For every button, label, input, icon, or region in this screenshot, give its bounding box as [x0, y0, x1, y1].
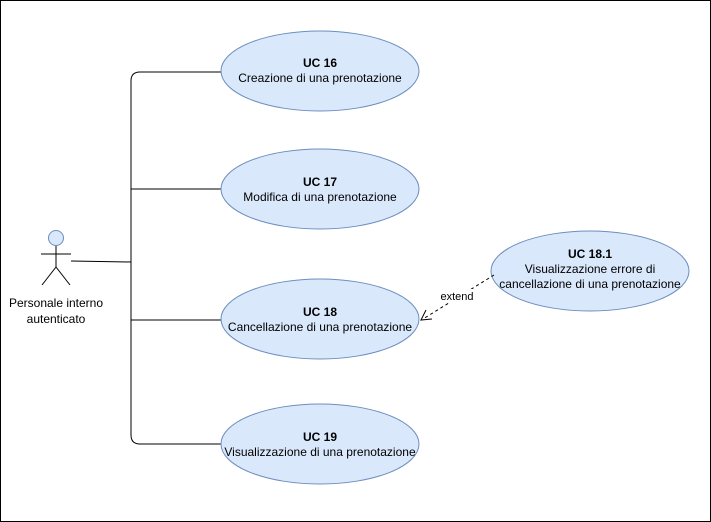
- use-case-uc17-id: UC 17: [303, 175, 337, 189]
- use-case-uc17-text: Modifica di una prenotazione: [243, 190, 397, 204]
- actor-association-line: [70, 260, 132, 263]
- use-case-uc18-text: Cancellazione di una prenotazione: [228, 320, 412, 334]
- use-case-uc18[interactable]: UC 18 Cancellazione di una prenotazione: [220, 278, 420, 360]
- use-case-uc18-1-text-line2: cancellazione di una prenotazione: [499, 277, 681, 291]
- actor-right-leg: [55, 266, 71, 286]
- actor-figure[interactable]: [41, 230, 71, 286]
- use-case-uc19[interactable]: UC 19 Visualizzazione di una prenotazion…: [220, 403, 420, 485]
- extend-relation[interactable]: extend: [420, 274, 495, 321]
- extend-dashed-line: [422, 274, 495, 320]
- use-case-uc18-ellipse: [220, 278, 420, 360]
- actor-head: [48, 230, 64, 246]
- use-case-uc17-ellipse: [220, 148, 420, 230]
- use-case-uc16-id: UC 16: [303, 56, 337, 70]
- use-case-uc18-id: UC 18: [303, 305, 337, 319]
- use-case-uc19-text: Visualizzazione di una prenotazione: [224, 445, 416, 459]
- actor-label-line2: autenticato: [27, 312, 86, 326]
- use-case-uc19-id: UC 19: [303, 430, 337, 444]
- use-case-uc18-1-text-line1: Visualizzazione errore di: [525, 262, 656, 276]
- extend-label: extend: [440, 291, 473, 303]
- association-line-uc16: [130, 71, 221, 262]
- association-lines: [70, 71, 221, 445]
- extend-label-background: [438, 289, 476, 303]
- actor-left-leg: [41, 266, 57, 286]
- use-case-uc16-ellipse: [220, 30, 420, 112]
- use-case-uc18-1-ellipse: [490, 230, 690, 312]
- use-case-uc18-1-id: UC 18.1: [568, 247, 612, 261]
- use-case-uc17[interactable]: UC 17 Modifica di una prenotazione: [220, 148, 420, 230]
- actor-label-line1: Personale interno: [9, 296, 103, 310]
- use-case-uc16[interactable]: UC 16 Creazione di una prenotazione: [220, 30, 420, 112]
- use-case-uc16-text: Creazione di una prenotazione: [238, 71, 402, 85]
- association-line-uc19: [130, 262, 221, 445]
- use-case-uc18-1[interactable]: UC 18.1 Visualizzazione errore di cancel…: [490, 230, 690, 312]
- use-case-uc19-ellipse: [220, 403, 420, 485]
- extend-arrowhead-icon: [420, 309, 433, 321]
